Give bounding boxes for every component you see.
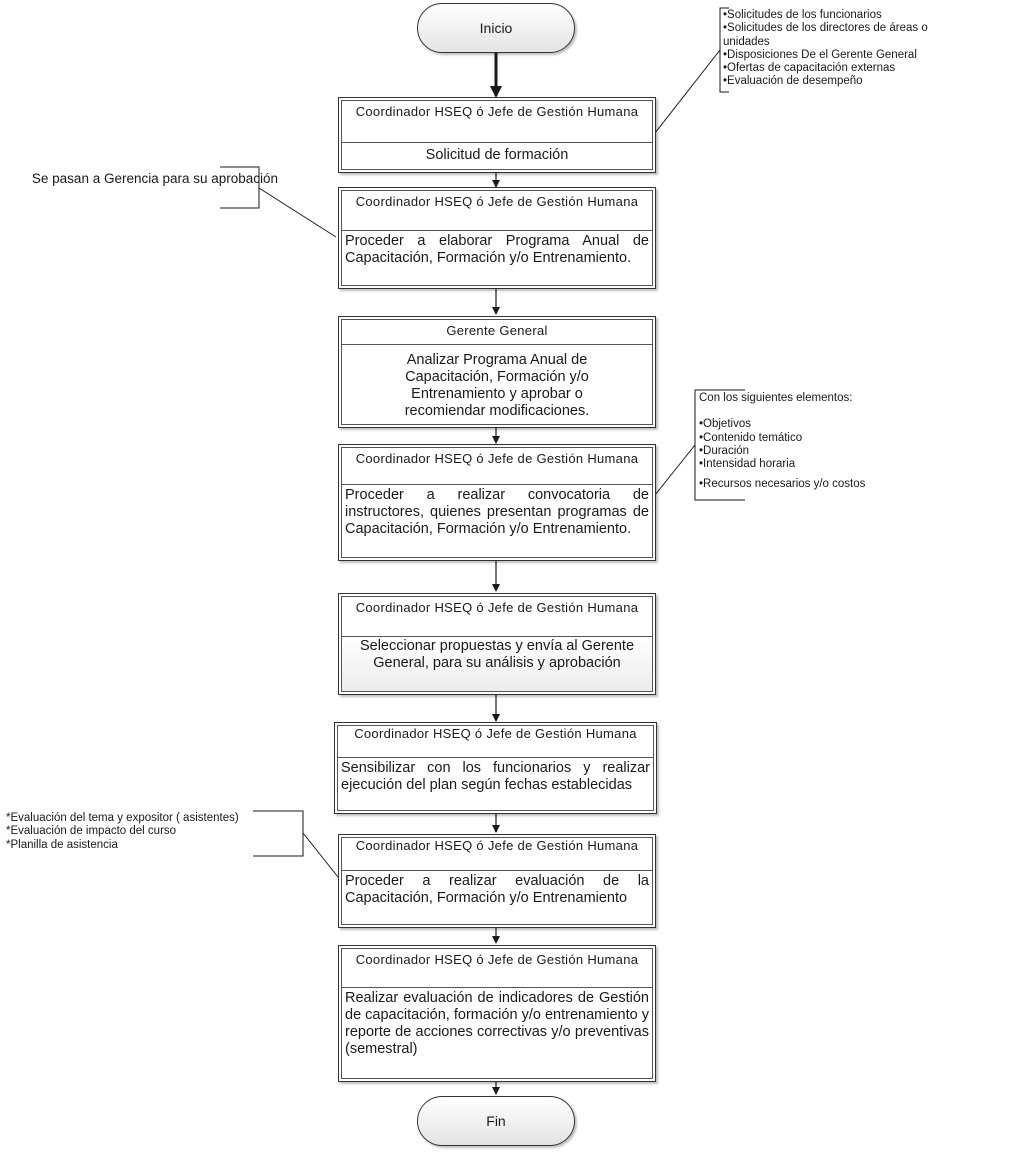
elements-item: Objetivos bbox=[699, 418, 939, 431]
step-7-role: Coordinador HSEQ ó Jefe de Gestión Human… bbox=[341, 837, 653, 871]
sources-item: Evaluación de desempeño bbox=[723, 75, 983, 88]
step-3-box: Gerente General Analizar Programa Anual … bbox=[338, 316, 656, 428]
step-7-action: Proceder a realizar evaluación de la Cap… bbox=[341, 871, 653, 925]
elements-intro: Con los siguientes elementos: bbox=[699, 392, 853, 404]
elements-item: Recursos necesarios y/o costos bbox=[699, 478, 939, 491]
step-3-action: Analizar Programa Anual de Capacitación,… bbox=[341, 345, 653, 425]
evaluation-item: *Evaluación de impacto del curso bbox=[6, 825, 177, 838]
sources-item: Ofertas de capacitación externas bbox=[723, 62, 983, 75]
end-terminal: Fin bbox=[417, 1096, 575, 1146]
step-1-role: Coordinador HSEQ ó Jefe de Gestión Human… bbox=[341, 100, 653, 143]
step-5-action: Seleccionar propuestas y envía al Gerent… bbox=[341, 637, 653, 692]
step-6-role: Coordinador HSEQ ó Jefe de Gestión Human… bbox=[337, 725, 654, 758]
step-8-box: Coordinador HSEQ ó Jefe de Gestión Human… bbox=[338, 945, 656, 1082]
elements-leader bbox=[654, 444, 696, 496]
approval-note: Se pasan a Gerencia para su aprobación bbox=[31, 171, 279, 186]
step-2-role: Coordinador HSEQ ó Jefe de Gestión Human… bbox=[341, 190, 653, 231]
evaluation-leader bbox=[302, 832, 339, 878]
sources-note: Solicitudes de los funcionarios Solicitu… bbox=[723, 9, 983, 89]
step-7-box: Coordinador HSEQ ó Jefe de Gestión Human… bbox=[338, 834, 656, 928]
end-label: Fin bbox=[486, 1113, 506, 1129]
evaluation-item: *Planilla de asistencia bbox=[6, 838, 118, 851]
approval-leader bbox=[258, 187, 337, 238]
elements-item: Intensidad horaria bbox=[699, 458, 939, 471]
step-3-role: Gerente General bbox=[341, 319, 653, 345]
step-8-action: Realizar evaluación de indicadores de Ge… bbox=[341, 988, 653, 1079]
step-1-action: Solicitud de formación bbox=[341, 143, 653, 170]
sources-item: Disposiciones De el Gerente General bbox=[723, 49, 983, 62]
step-2-box: Coordinador HSEQ ó Jefe de Gestión Human… bbox=[338, 187, 656, 289]
elements-item: Duración bbox=[699, 445, 939, 458]
elements-item: Contenido temático bbox=[699, 432, 939, 445]
start-label: Inicio bbox=[479, 20, 513, 36]
evaluation-note: *Evaluación del tema y expositor ( asist… bbox=[6, 812, 296, 852]
start-terminal: Inicio bbox=[417, 3, 575, 53]
step-8-role: Coordinador HSEQ ó Jefe de Gestión Human… bbox=[341, 948, 653, 988]
step-5-role: Coordinador HSEQ ó Jefe de Gestión Human… bbox=[341, 596, 653, 637]
step-5-box: Coordinador HSEQ ó Jefe de Gestión Human… bbox=[338, 593, 656, 695]
evaluation-item: *Evaluación del tema y expositor ( asist… bbox=[6, 812, 239, 824]
elements-note: Con los siguientes elementos: Objetivos … bbox=[699, 392, 939, 492]
sources-item: Solicitudes de los directores de áreas o… bbox=[723, 22, 973, 49]
step-1-box: Coordinador HSEQ ó Jefe de Gestión Human… bbox=[338, 97, 656, 173]
step-6-box: Coordinador HSEQ ó Jefe de Gestión Human… bbox=[334, 722, 657, 814]
step-4-action: Proceder a realizar convocatoria de inst… bbox=[341, 485, 653, 558]
step-4-box: Coordinador HSEQ ó Jefe de Gestión Human… bbox=[338, 444, 656, 561]
step-2-action: Proceder a elaborar Programa Anual de Ca… bbox=[341, 231, 653, 286]
step-6-action: Sensibilizar con los funcionarios y real… bbox=[337, 758, 654, 811]
sources-item: Solicitudes de los funcionarios bbox=[723, 9, 983, 22]
step-4-role: Coordinador HSEQ ó Jefe de Gestión Human… bbox=[341, 447, 653, 485]
sources-leader bbox=[654, 49, 721, 134]
